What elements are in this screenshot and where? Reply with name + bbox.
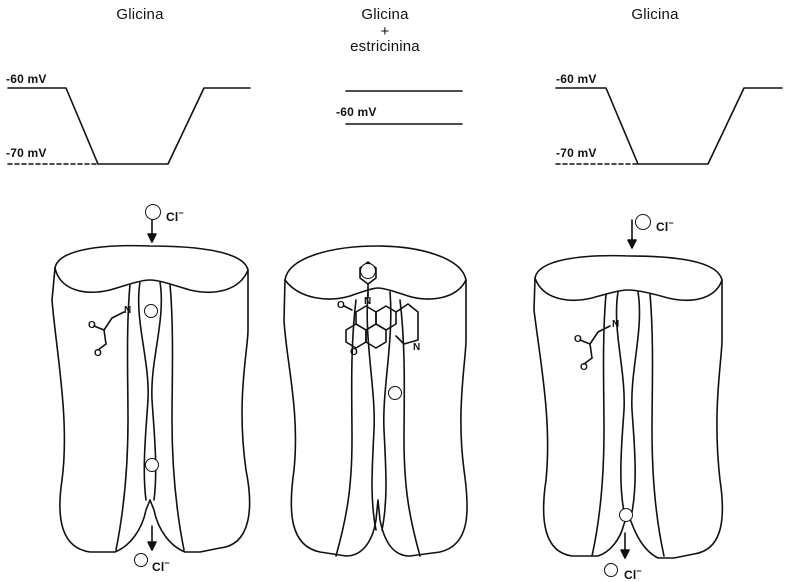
panel-1-oxygen-label-2: O	[94, 348, 102, 359]
panel-2-oxygen-label-1: O	[337, 300, 345, 311]
panel-1-voltage-trace	[8, 88, 250, 164]
panel-1-chloride-bottom-label: Cl−	[152, 558, 170, 574]
panel-1-ion-constriction	[145, 458, 159, 472]
panel-3-chloride-top-label: Cl−	[656, 218, 674, 234]
panel-3-oxygen-label-2: O	[580, 362, 588, 373]
channel-2-blocked	[284, 246, 467, 556]
panel-1-ion-bottom	[134, 553, 148, 567]
panel-2-oxygen-label-2: O	[350, 347, 358, 358]
panel-2-nitrogen-label-2: N	[413, 342, 420, 353]
panel-1-outflow-arrow	[148, 526, 156, 550]
panel-1-ion-top	[145, 204, 161, 220]
panel-1-nitrogen-label: N	[124, 305, 131, 316]
channel-1-open	[52, 246, 250, 552]
panel-3-ion-in-pore	[619, 508, 633, 522]
panel-3-oxygen-label-1: O	[574, 334, 582, 345]
panel-3-chloride-bottom-label: Cl−	[624, 566, 642, 582]
panel-2-ion-in-pore	[388, 386, 402, 400]
strychnine-ring	[360, 263, 376, 279]
panel-1-chloride-top-label: Cl−	[166, 208, 184, 224]
panel-1-oxygen-label-1: O	[88, 320, 96, 331]
panel-3-voltage-trace	[556, 88, 782, 164]
panel-3-ion-top	[635, 214, 651, 230]
panel-2-nitrogen-label-1: N	[364, 296, 371, 307]
panel-3-nitrogen-label: N	[612, 319, 619, 330]
panel-3-outflow-arrow	[621, 533, 629, 558]
panel-3-ion-bottom	[604, 563, 618, 577]
panel-1-ion-in-pore	[144, 304, 158, 318]
